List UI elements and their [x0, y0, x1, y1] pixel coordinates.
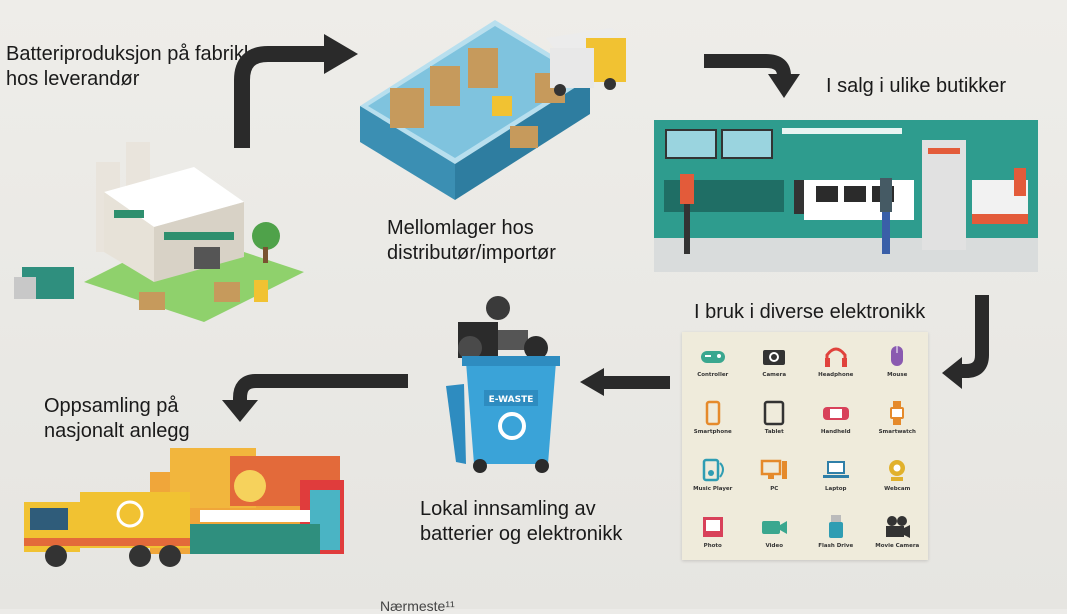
device-label: Handheld — [820, 429, 851, 435]
device-item: Movie Camera — [867, 503, 929, 560]
smartwatch-icon — [890, 401, 905, 425]
arrow-distributor-to-sales — [704, 54, 800, 98]
device-item: Tablet — [744, 389, 806, 446]
pc-icon — [761, 459, 788, 479]
arrow-collection-to-national — [222, 374, 408, 422]
device-label: PC — [770, 486, 779, 492]
arrow-use-to-collection — [580, 368, 670, 396]
music-player-icon — [702, 458, 724, 482]
device-label: Mouse — [887, 372, 908, 378]
warehouse-illustration — [360, 20, 628, 200]
device-item: Video — [744, 503, 806, 560]
webcam-icon — [889, 460, 906, 481]
device-label: Tablet — [764, 429, 784, 435]
device-label: Flash Drive — [818, 543, 854, 549]
device-item: Laptop — [805, 446, 867, 503]
laptop-icon — [822, 461, 849, 478]
device-label: Smartphone — [693, 429, 732, 435]
device-item: Headphone — [805, 332, 867, 389]
smartphone-icon — [705, 400, 720, 426]
bin-label: E-WASTE — [489, 395, 534, 405]
device-item: Camera — [744, 332, 806, 389]
device-item: Music Player — [682, 446, 744, 503]
step-local-collection-label: Lokal innsamling av batterier og elektro… — [420, 498, 623, 545]
device-label: Video — [765, 543, 784, 549]
device-label: Smartwatch — [878, 429, 916, 435]
device-item: Controller — [682, 332, 744, 389]
video-icon — [762, 521, 788, 534]
device-item: Webcam — [867, 446, 929, 503]
photo-icon — [702, 517, 723, 537]
flash-drive-icon — [828, 515, 843, 538]
arrow-production-to-distributor — [234, 34, 358, 148]
headphone-icon — [824, 347, 847, 367]
movie-camera-icon — [886, 516, 911, 538]
store-illustration — [654, 120, 1038, 272]
recycling-facility-illustration — [24, 448, 344, 567]
device-item: Smartwatch — [867, 389, 929, 446]
device-label: Controller — [697, 372, 729, 378]
device-item: Smartphone — [682, 389, 744, 446]
step-in-use-label: I bruk i diverse elektronikk — [694, 301, 926, 323]
device-item: Handheld — [805, 389, 867, 446]
step-national-collection-label: Oppsamling på nasjonalt anlegg — [44, 395, 190, 442]
device-item: PC — [744, 446, 806, 503]
tablet-icon — [764, 400, 785, 426]
step-distributor-label: Mellomlager hos distributør/importør — [387, 217, 556, 264]
device-label: Movie Camera — [875, 543, 920, 549]
camera-icon — [763, 350, 786, 365]
device-label: Music Player — [693, 486, 733, 492]
handheld-icon — [822, 407, 849, 420]
device-item: Flash Drive — [805, 503, 867, 560]
e-waste-bin-illustration: E-WASTE — [446, 296, 560, 473]
device-label: Photo — [703, 543, 722, 549]
mouse-icon — [891, 346, 904, 366]
footer-note: Nærmeste¹¹ — [380, 598, 455, 614]
arrow-sales-to-use — [942, 295, 989, 389]
device-label: Camera — [762, 372, 787, 378]
step-production-label: Batteriproduksjon på fabrikk hos leveran… — [6, 43, 254, 90]
step-sales-label: I salg i ulike butikker — [826, 75, 1007, 97]
device-item: Photo — [682, 503, 744, 560]
device-label: Laptop — [825, 486, 847, 492]
device-label: Webcam — [884, 486, 911, 492]
device-item: Mouse — [867, 332, 929, 389]
gamepad-icon — [700, 351, 725, 363]
device-label: Headphone — [818, 372, 854, 378]
factory-illustration — [14, 142, 304, 322]
